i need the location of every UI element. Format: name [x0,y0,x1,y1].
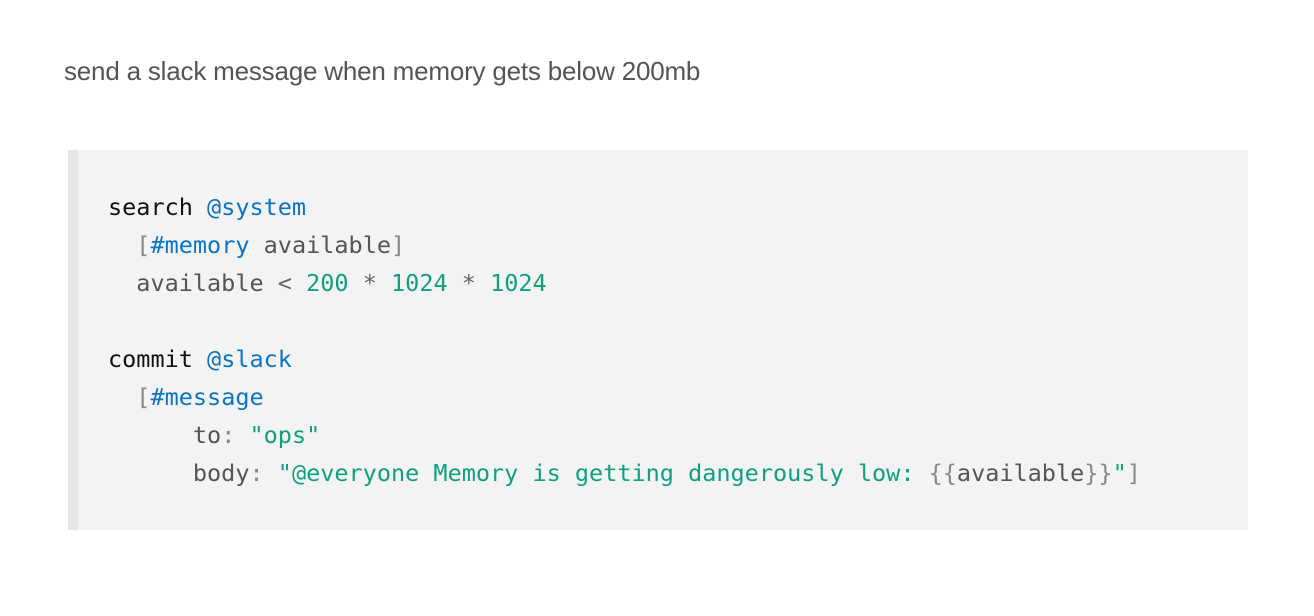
to-value: "ops" [249,421,321,449]
body-key: body [192,459,250,487]
code-line-body: body: "@everyone Memory is getting dange… [108,454,1141,492]
colon: : [221,421,236,449]
code-block: search @system [#memory available] avail… [68,150,1248,530]
multiply-operator: * [362,269,377,297]
template-attribute: available [956,459,1085,487]
code-line-to: to: "ops" [108,416,1141,454]
number-1024-b: 1024 [490,269,547,297]
body-value: "@everyone Memory is getting dangerously… [277,459,929,487]
template-open: {{ [928,459,957,487]
template-close: }} [1084,459,1113,487]
number-1024-a: 1024 [391,269,448,297]
code-line-commit: commit @slack [108,340,1141,378]
message-tag: #message [150,383,264,411]
colon: : [249,459,264,487]
multiply-operator: * [461,269,476,297]
number-200: 200 [306,269,349,297]
bracket-close: ] [391,231,406,259]
code-line-filter: available < 200 * 1024 * 1024 [108,264,1141,302]
commit-keyword: commit [108,345,193,373]
system-database: @system [207,193,307,221]
search-keyword: search [108,193,193,221]
bracket-open: [ [136,383,151,411]
less-than-operator: < [277,269,292,297]
code-line-blank [108,302,1141,340]
code-line-memory-record: [#memory available] [108,226,1141,264]
code-line-search: search @system [108,188,1141,226]
bracket-close: ] [1126,459,1141,487]
body-value-end: " [1112,459,1127,487]
bracket-open: [ [136,231,151,259]
code-description: send a slack message when memory gets be… [64,56,701,86]
filter-left: available [136,269,264,297]
code-line-message-tag: [#message [108,378,1141,416]
to-key: to [192,421,222,449]
code-content: search @system [#memory available] avail… [108,188,1141,492]
memory-tag: #memory [150,231,250,259]
available-attribute: available [263,231,391,259]
slack-database: @slack [207,345,292,373]
